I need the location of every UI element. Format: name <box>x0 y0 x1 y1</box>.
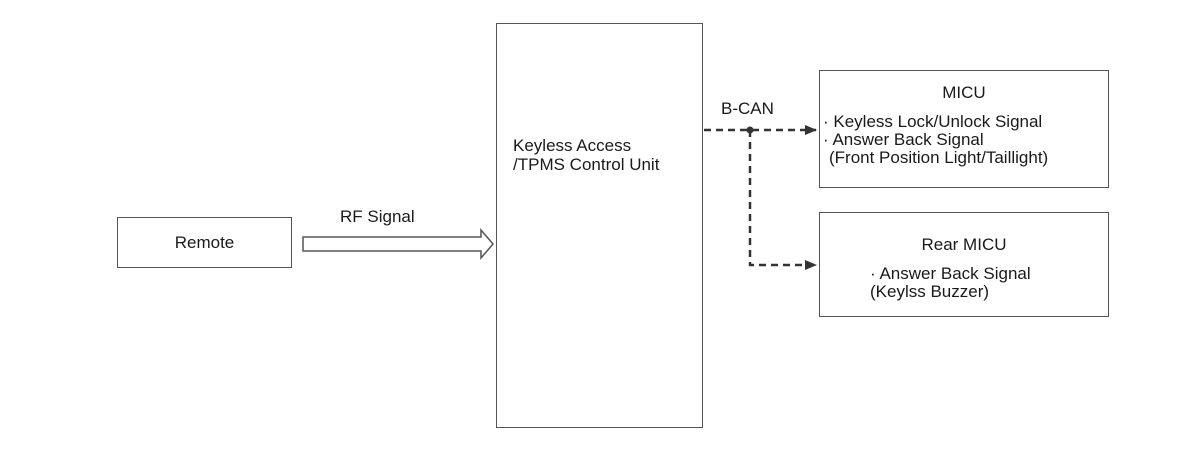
control-unit-label-line2: /TPMS Control Unit <box>513 155 660 174</box>
control-unit-label: Keyless Access /TPMS Control Unit <box>513 136 659 174</box>
micu-box: MICU · Keyless Lock/Unlock Signal · Answ… <box>819 70 1109 188</box>
bcan-line-to-rear-micu <box>748 130 817 270</box>
micu-signal-item: · Answer Back Signal <box>823 130 984 149</box>
rear-micu-signal-item: · Answer Back Signal <box>870 264 1031 283</box>
micu-signal-item: · Keyless Lock/Unlock Signal <box>823 112 1043 131</box>
rear-micu-signal-list: · Answer Back Signal (Keylss Buzzer) <box>870 265 1031 301</box>
rear-micu-title: Rear MICU <box>921 235 1007 254</box>
remote-box: Remote <box>117 217 292 268</box>
control-unit-label-line1: Keyless Access <box>513 136 632 155</box>
micu-title: MICU <box>942 83 986 102</box>
bcan-label: B-CAN <box>721 99 774 118</box>
keyless-access-tpms-control-unit-box: Keyless Access /TPMS Control Unit <box>496 23 703 428</box>
rf-signal-label: RF Signal <box>340 207 415 226</box>
micu-signal-list: · Keyless Lock/Unlock Signal · Answer Ba… <box>823 113 1048 167</box>
remote-label: Remote <box>174 232 235 252</box>
rf-signal-arrow <box>302 227 494 261</box>
micu-signal-item: (Front Position Light/Taillight) <box>829 148 1049 167</box>
rear-micu-box: Rear MICU · Answer Back Signal (Keylss B… <box>819 212 1109 317</box>
rear-micu-signal-item: (Keylss Buzzer) <box>870 282 990 301</box>
